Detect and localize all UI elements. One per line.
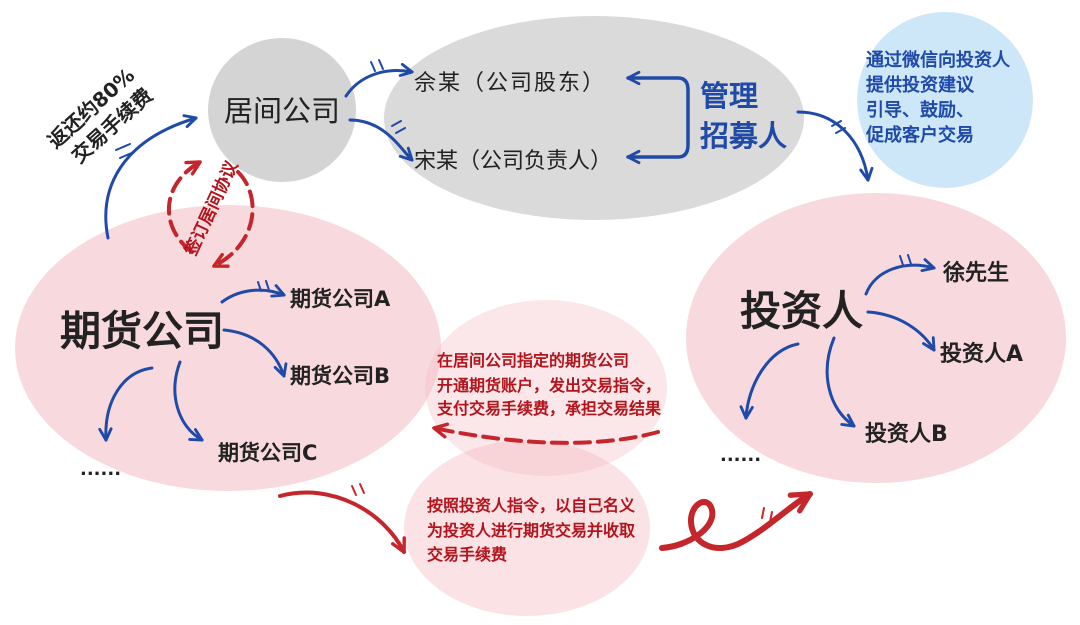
- red-arrows: [167, 160, 813, 554]
- investor-branch-arrow: [866, 310, 936, 352]
- investor-actions-line: 支付交易手续费，承担交易结果: [436, 399, 661, 418]
- sketch-tick: [899, 254, 912, 266]
- wechat-guidance-line: 引导、鼓励、: [866, 99, 974, 121]
- futures-company-item: ......: [80, 459, 121, 480]
- investor-item: ......: [720, 445, 761, 466]
- futures-company-item: 期货公司B: [290, 364, 390, 388]
- futures-branch-arrow: [222, 328, 288, 378]
- futures-actions-node: [404, 440, 650, 616]
- fee-rebate-arrow: [104, 114, 198, 240]
- futures-branch-arrow: [173, 360, 204, 442]
- investor-to-futures-arrow: [432, 422, 660, 445]
- recruit-investors-arrow: [796, 110, 874, 182]
- investors-node: [686, 193, 1066, 483]
- investor-actions-line: 在居间公司指定的期货公司: [437, 351, 629, 370]
- investor-branch-arrow: [864, 258, 936, 296]
- intermediary-to-shareholder-arrow: [344, 62, 414, 98]
- trading-to-investor-arrow: [659, 491, 813, 551]
- node-shapes: [15, 12, 1066, 616]
- management-role-line: 管理: [700, 79, 758, 113]
- futures-actions-line: 按照投资人指令，以自己名义: [427, 496, 635, 515]
- wechat-guidance-node: [857, 12, 1033, 188]
- investor-item: 徐先生: [942, 260, 1009, 286]
- futures-company-item: 期货公司A: [290, 287, 391, 311]
- sketch-tick: [761, 507, 773, 523]
- intermediary-company-label: 居间公司: [224, 94, 340, 128]
- futures-branch-arrow: [98, 366, 154, 442]
- company-principals-node: [384, 16, 804, 220]
- sketch-tick: [370, 59, 384, 72]
- investor-actions-text: 在居间公司指定的期货公司 开通期货账户，发出交易指令， 支付交易手续费，承担交易…: [436, 351, 661, 418]
- investors-title: 投资人: [740, 287, 863, 335]
- futures-company-item: 期货公司C: [218, 441, 317, 465]
- investor-branch-arrow: [739, 342, 800, 420]
- investor-actions-line: 开通期货账户，发出交易指令，: [437, 376, 661, 395]
- futures-to-trading-arrow: [278, 490, 406, 554]
- sketch-tick: [351, 483, 365, 496]
- sketch-tick: [831, 120, 846, 134]
- fee-rebate-label: 返还约80% 交易手续费: [43, 63, 157, 168]
- investor-item: 投资人A: [940, 342, 1023, 367]
- shareholder-label: 佘某（公司股东）: [414, 71, 606, 96]
- futures-companies-title: 期货公司: [60, 307, 224, 355]
- blue-arrows: [98, 59, 936, 442]
- sketch-tick: [391, 120, 406, 134]
- sketch-tick: [115, 143, 135, 159]
- intermediary-to-manager-arrow: [348, 118, 414, 162]
- futures-actions-line: 交易手续费: [427, 545, 507, 564]
- wechat-guidance-line: 促成客户交易: [865, 124, 974, 146]
- sketch-tick: [257, 280, 270, 292]
- agreement-arrow-down: [212, 170, 255, 268]
- management-bracket-arrow: [626, 70, 690, 165]
- wechat-guidance-text: 通过微信向投资人 提供投资建议 引导、鼓励、 促成客户交易: [865, 49, 1011, 146]
- futures-branch-arrow: [220, 284, 286, 304]
- investor-item: 投资人B: [865, 422, 948, 447]
- intermediary-company-node: [208, 38, 356, 182]
- futures-companies-node: [15, 205, 441, 491]
- agreement-arrow-up: [167, 160, 202, 254]
- wechat-guidance-line: 提供投资建议: [866, 74, 975, 96]
- management-role-line: 招募人: [700, 119, 787, 153]
- wechat-guidance-line: 通过微信向投资人: [866, 49, 1011, 71]
- investor-branch-arrow: [825, 336, 856, 428]
- futures-actions-line: 为投资人进行期货交易并收取: [427, 521, 635, 540]
- investor-actions-node: [425, 300, 667, 476]
- futures-actions-text: 按照投资人指令，以自己名义 为投资人进行期货交易并收取 交易手续费: [427, 496, 635, 564]
- manager-label: 宋某（公司负责人）: [414, 149, 612, 174]
